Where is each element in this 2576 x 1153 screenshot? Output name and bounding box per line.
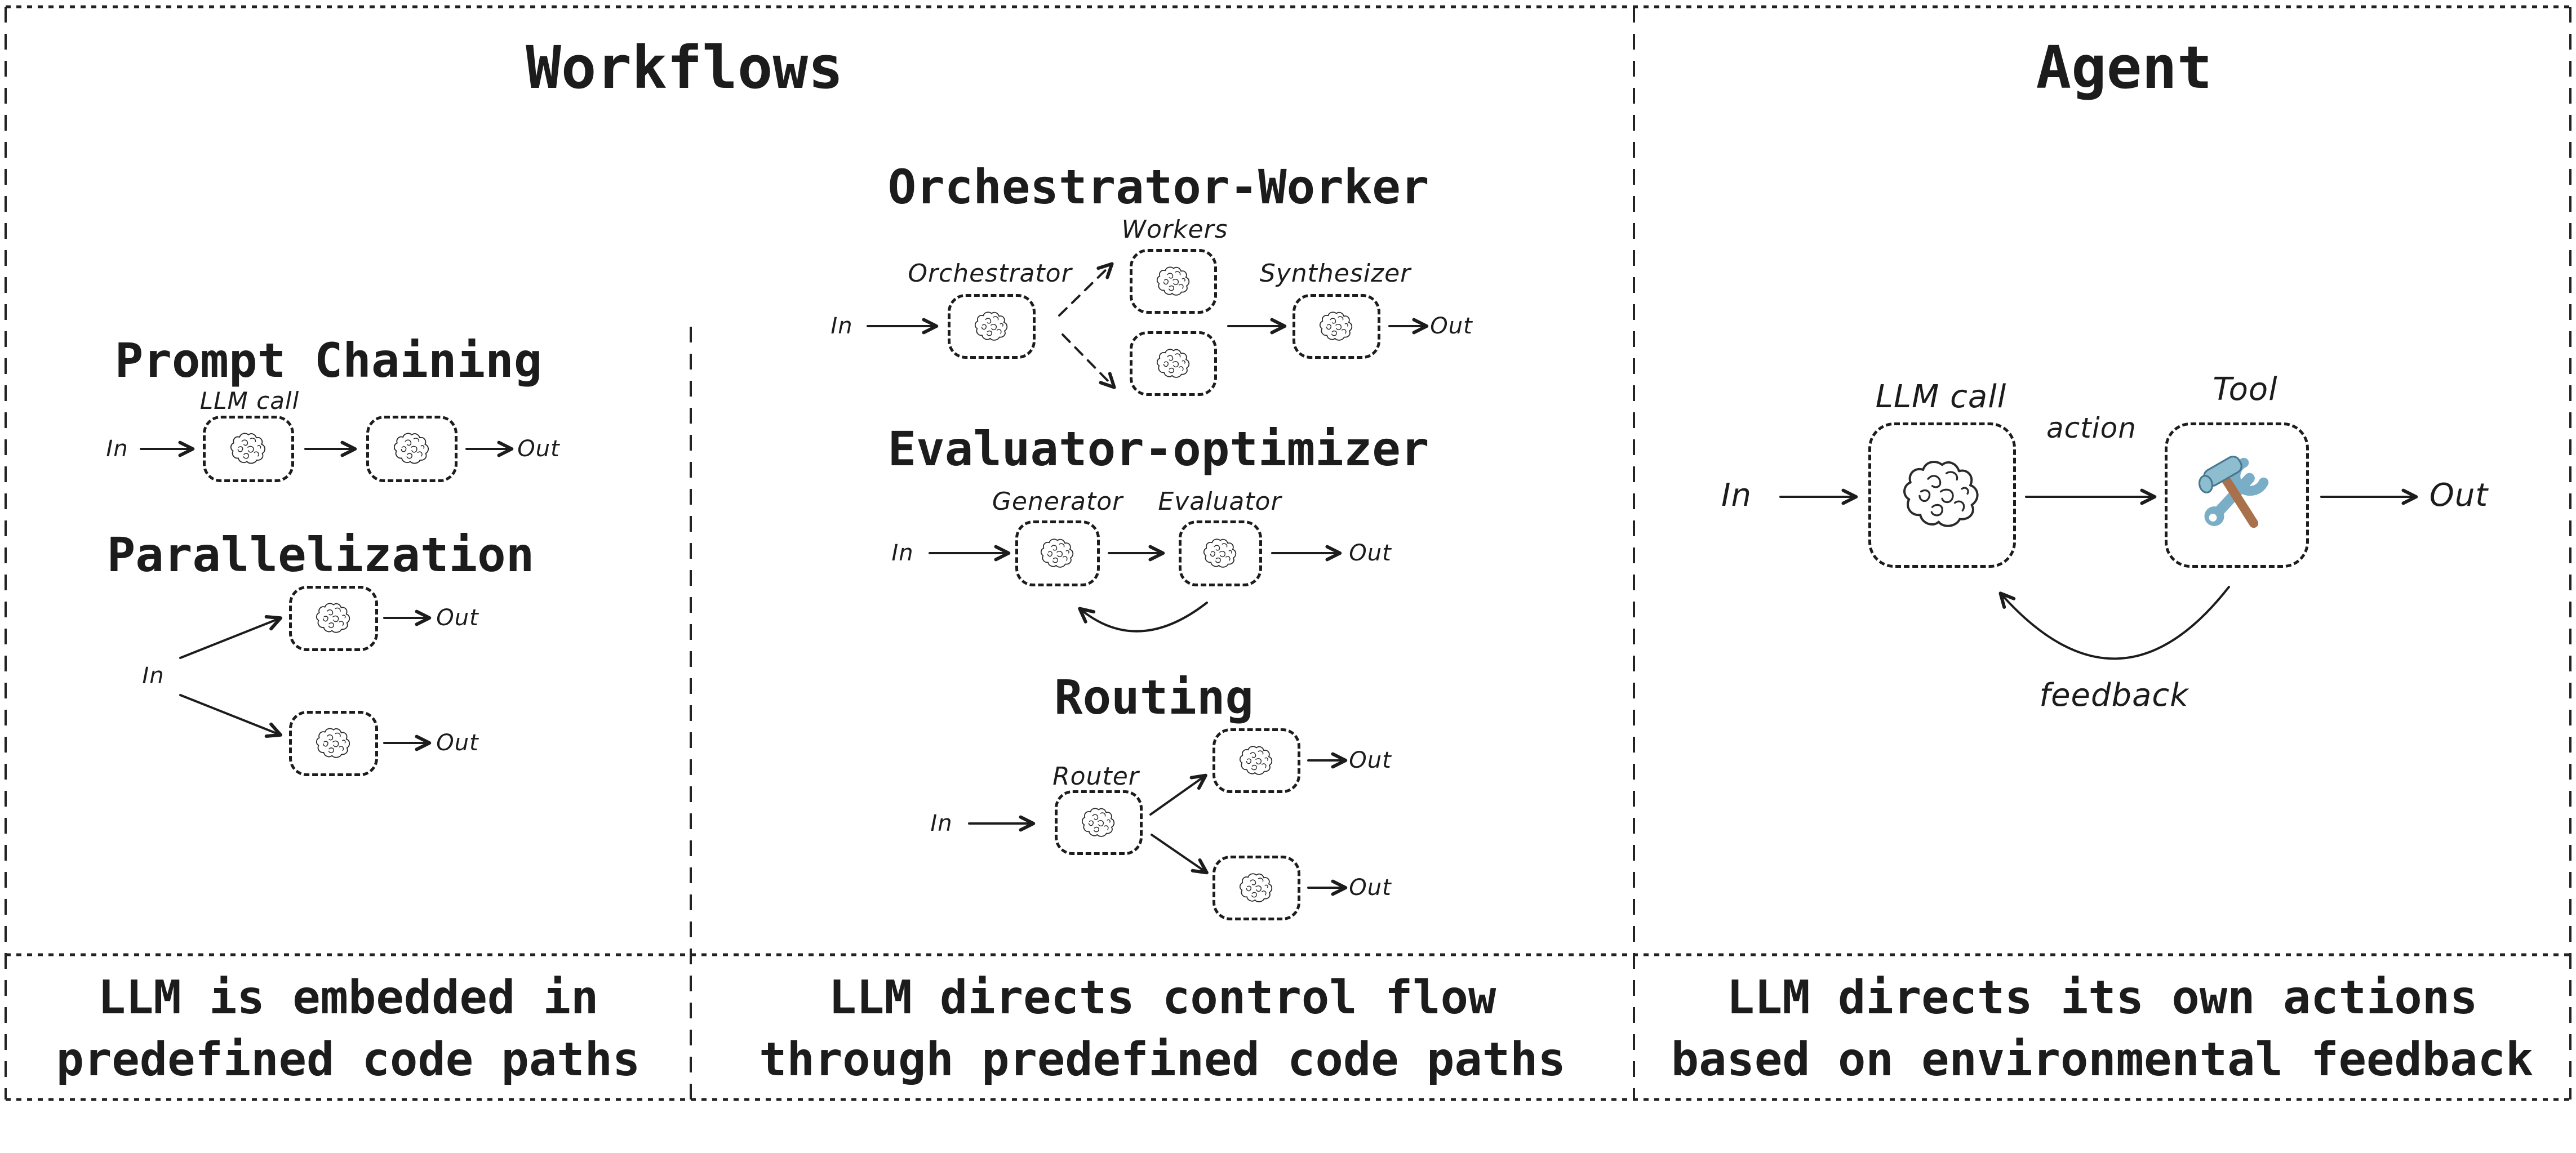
- evaluator-label: Evaluator: [1158, 487, 1282, 516]
- par-in-label: In: [142, 663, 165, 689]
- brain-icon: [314, 726, 353, 761]
- rt-dest-box-bottom: [1213, 856, 1300, 920]
- workflows-panel-title: Workflows: [526, 33, 843, 102]
- agent-action-label: action: [2046, 412, 2137, 444]
- brain-icon: [1155, 347, 1192, 381]
- ow-in-label: In: [830, 313, 853, 339]
- brain-icon: [392, 431, 432, 467]
- ow-worker-box-top: [1130, 249, 1217, 314]
- ow-orchestrator-box: [948, 294, 1036, 359]
- arrow-eo-feedback-loop: [1078, 602, 1208, 633]
- brain-icon: [1900, 456, 1984, 534]
- routing-title: Routing: [1054, 670, 1254, 725]
- caption-agent-line2: based on environmental feedback: [1671, 1033, 2534, 1087]
- arrow-par-in-to-top: [179, 615, 283, 659]
- eo-evaluator-box: [1179, 520, 1262, 586]
- arrow-rt-router-to-top: [1149, 773, 1207, 816]
- rt-dest-box-top: [1213, 728, 1300, 793]
- ow-synthesizer-box: [1293, 294, 1380, 359]
- par-out-top-label: Out: [436, 605, 479, 631]
- agent-in-label: In: [1721, 477, 1752, 514]
- pc-in-label: In: [106, 436, 128, 462]
- caption-workflows-left-line2: predefined code paths: [56, 1033, 641, 1087]
- caption-agent-line1: LLM directs its own actions: [1726, 971, 2478, 1025]
- arrow-ow-orchestrator-to-worker-bottom: [1062, 333, 1116, 389]
- agent-feedback-label: feedback: [2039, 677, 2189, 714]
- rt-router-box: [1055, 790, 1143, 855]
- eo-in-label: In: [891, 540, 914, 566]
- brain-icon: [229, 431, 268, 467]
- agent-panel-title: Agent: [2036, 33, 2213, 102]
- brain-icon: [1318, 310, 1355, 344]
- brain-icon: [1155, 265, 1192, 299]
- ow-worker-box-bottom: [1130, 331, 1217, 396]
- caption-workflows-left-line1: LLM is embedded in: [97, 971, 599, 1025]
- pc-llm-box-2: [366, 416, 458, 482]
- eo-out-label: Out: [1349, 540, 1392, 566]
- pc-out-label: Out: [517, 436, 560, 462]
- synthesizer-label: Synthesizer: [1259, 259, 1411, 288]
- parallelization-title: Parallelization: [106, 527, 535, 582]
- brain-icon: [973, 310, 1010, 344]
- rt-in-label: In: [930, 811, 953, 836]
- eo-generator-box: [1015, 520, 1100, 586]
- arrow-rt-router-to-bottom: [1151, 834, 1209, 875]
- router-label: Router: [1052, 762, 1139, 791]
- caption-workflows-right-line1: LLM directs control flow: [828, 971, 1496, 1025]
- evaluator-optimizer-title: Evaluator-optimizer: [887, 421, 1429, 477]
- brain-icon: [1080, 806, 1117, 840]
- orchestrator-label: Orchestrator: [908, 259, 1072, 288]
- agent-tool-box: [2165, 422, 2309, 568]
- brain-icon: [1238, 744, 1275, 778]
- arrow-ag-feedback-loop: [1998, 586, 2230, 660]
- par-llm-box-top: [289, 586, 378, 651]
- hammer-and-wrench-icon: [2195, 453, 2279, 537]
- caption-workflows-right-line2: through predefined code paths: [759, 1033, 1566, 1087]
- brain-icon: [1039, 537, 1076, 571]
- agent-tool-label: Tool: [2213, 371, 2278, 408]
- rt-out-bottom-label: Out: [1349, 875, 1392, 901]
- ow-out-label: Out: [1430, 313, 1473, 339]
- par-llm-box-bottom: [289, 711, 378, 776]
- agent-llm-box: [1868, 422, 2016, 568]
- brain-icon: [1202, 537, 1239, 571]
- arrow-par-in-to-bottom: [179, 694, 283, 738]
- brain-icon: [1238, 871, 1275, 905]
- par-out-bottom-label: Out: [436, 730, 479, 756]
- agent-llm-call-label: LLM call: [1875, 379, 2007, 415]
- prompt-chaining-title: Prompt Chaining: [114, 333, 543, 388]
- orchestrator-worker-title: Orchestrator-Worker: [887, 159, 1429, 215]
- generator-label: Generator: [992, 487, 1123, 516]
- llm-call-label: LLM call: [199, 387, 300, 415]
- pc-llm-box-1: [203, 416, 294, 482]
- workers-label: Workers: [1121, 215, 1228, 244]
- rt-out-top-label: Out: [1349, 747, 1392, 773]
- agent-out-label: Out: [2429, 477, 2489, 514]
- brain-icon: [314, 601, 353, 636]
